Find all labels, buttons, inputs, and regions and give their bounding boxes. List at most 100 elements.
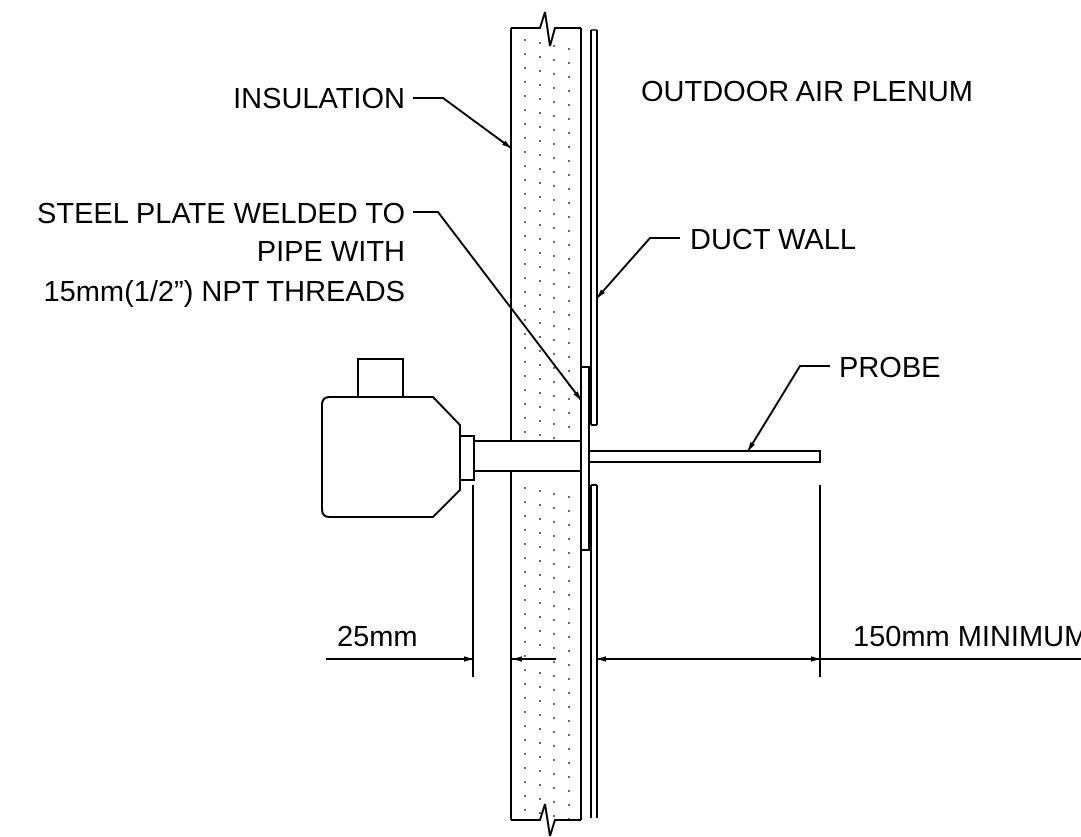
stipple-dot xyxy=(553,311,555,313)
sensor-housing xyxy=(321,358,475,518)
stipple-dot xyxy=(539,98,541,100)
stipple-dot xyxy=(553,59,555,61)
stipple-dot xyxy=(568,104,570,106)
stipple-dot xyxy=(539,630,541,632)
stipple-dot xyxy=(568,720,570,722)
stipple-dot xyxy=(524,95,526,97)
stipple-dot xyxy=(524,305,526,307)
stipple-dot xyxy=(553,549,555,551)
stipple-dot xyxy=(524,207,526,209)
stipple-dot xyxy=(539,518,541,520)
stipple-dot xyxy=(568,776,570,778)
stipple-dot xyxy=(553,703,555,705)
stipple-dot xyxy=(539,84,541,86)
insulation-layer xyxy=(510,11,582,837)
stipple-dot xyxy=(524,515,526,517)
insulation-label: INSULATION xyxy=(233,83,405,115)
stipple-dot xyxy=(539,280,541,282)
stipple-dot xyxy=(553,787,555,789)
stipple-dot xyxy=(568,510,570,512)
stipple-dot xyxy=(539,504,541,506)
stipple-dot xyxy=(553,87,555,89)
stipple-dot xyxy=(539,322,541,324)
stipple-dot xyxy=(524,221,526,223)
stipple-dot xyxy=(568,328,570,330)
stipple-dot xyxy=(524,781,526,783)
stipple-dot xyxy=(539,238,541,240)
stipple-dot xyxy=(539,602,541,604)
stipple-dot xyxy=(539,616,541,618)
stipple-dot xyxy=(524,109,526,111)
stipple-dot xyxy=(553,591,555,593)
stipple-dot xyxy=(568,580,570,582)
stipple-dot xyxy=(539,336,541,338)
stipple-dot xyxy=(539,154,541,156)
stipple-dot xyxy=(539,350,541,352)
stipple-dot xyxy=(524,795,526,797)
stipple-dot xyxy=(539,252,541,254)
stipple-dot xyxy=(553,731,555,733)
stipple-dot xyxy=(553,199,555,201)
stipple-dot xyxy=(553,129,555,131)
stipple-dot xyxy=(553,745,555,747)
stipple-dot xyxy=(553,647,555,649)
stipple-dot xyxy=(568,62,570,64)
stipple-dot xyxy=(524,753,526,755)
stipple-dot xyxy=(524,389,526,391)
stipple-dot xyxy=(524,361,526,363)
stipple-dot xyxy=(524,333,526,335)
stipple-dot xyxy=(524,235,526,237)
stipple-dot xyxy=(524,123,526,125)
stipple-dot xyxy=(553,171,555,173)
dimension-lines xyxy=(326,485,1081,677)
stipple-dot xyxy=(539,574,541,576)
stipple-dot xyxy=(568,650,570,652)
steel-plate-label-line1: STEEL PLATE WELDED TO xyxy=(37,198,405,230)
stipple-dot xyxy=(553,717,555,719)
stipple-dot xyxy=(539,532,541,534)
duct-wall xyxy=(590,29,598,818)
stipple-dot xyxy=(568,664,570,666)
stipple-dot xyxy=(524,557,526,559)
stipple-dot xyxy=(568,748,570,750)
stipple-dot xyxy=(539,210,541,212)
stipple-dot xyxy=(524,263,526,265)
stipple-dot xyxy=(524,585,526,587)
stipple-dot xyxy=(524,543,526,545)
stipple-dot xyxy=(568,356,570,358)
stipple-dot xyxy=(568,188,570,190)
stipple-dot xyxy=(568,552,570,554)
stipple-dot xyxy=(568,132,570,134)
stipple-dot xyxy=(553,367,555,369)
stipple-dot xyxy=(553,157,555,159)
stipple-dot xyxy=(553,409,555,411)
stipple-dot xyxy=(539,742,541,744)
stipple-dot xyxy=(568,566,570,568)
stipple-dot xyxy=(553,325,555,327)
stipple-dot xyxy=(524,487,526,489)
stipple-dot xyxy=(568,48,570,50)
stipple-dot xyxy=(539,182,541,184)
stipple-dot xyxy=(539,224,541,226)
stipple-dot xyxy=(524,739,526,741)
stipple-dot xyxy=(553,227,555,229)
stipple-dot xyxy=(553,535,555,537)
stipple-dot xyxy=(524,529,526,531)
stipple-dot xyxy=(568,678,570,680)
stipple-dot xyxy=(524,137,526,139)
stipple-dot xyxy=(539,434,541,436)
stipple-dot xyxy=(539,168,541,170)
stipple-dot xyxy=(553,815,555,817)
stipple-dot xyxy=(524,669,526,671)
stipple-dot xyxy=(553,563,555,565)
stipple-dot xyxy=(553,353,555,355)
stipple-dot xyxy=(568,692,570,694)
stipple-dot xyxy=(553,73,555,75)
stipple-dot xyxy=(553,241,555,243)
stipple-dot xyxy=(553,437,555,439)
stipple-dot xyxy=(568,622,570,624)
dimension-150mm-label: 150mm MINIMUM xyxy=(853,621,1081,653)
stipple-dot xyxy=(524,375,526,377)
stipple-dot xyxy=(568,342,570,344)
